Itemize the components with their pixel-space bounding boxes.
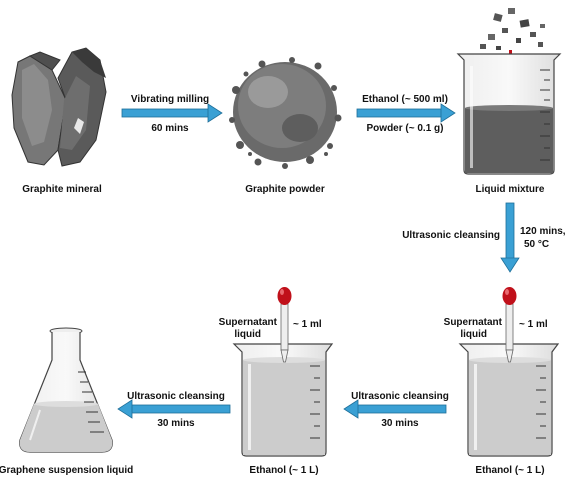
sonication-temp-label: 50 °C bbox=[524, 239, 549, 250]
graphene-suspension-label: Graphene suspension liquid bbox=[0, 465, 133, 476]
pipette-right-label-line1: Supernatant bbox=[444, 317, 503, 328]
pipette-right-label-line2: liquid bbox=[460, 329, 487, 340]
graphite-mineral-icon bbox=[11, 47, 107, 167]
ethanol-middle-label: Ethanol (~ 1 L) bbox=[249, 465, 318, 476]
pipette-right-volume: ~ 1 ml bbox=[519, 319, 548, 330]
arrow-milling bbox=[121, 103, 223, 123]
transfer-1-time-label: 30 mins bbox=[381, 418, 419, 429]
pipette-middle-icon bbox=[277, 287, 292, 363]
graphite-mineral-label: Graphite mineral bbox=[22, 184, 102, 195]
pipette-right-icon bbox=[502, 287, 517, 363]
falling-particles-icon bbox=[480, 8, 545, 50]
transfer-2-time-label: 30 mins bbox=[157, 418, 195, 429]
pipette-middle-label-line1: Supernatant bbox=[219, 317, 278, 328]
pipette-middle-volume: ~ 1 ml bbox=[293, 319, 322, 330]
arrow-transfer-2 bbox=[117, 399, 231, 419]
arrow-sonication bbox=[500, 202, 520, 273]
liquid-mixture-beaker bbox=[456, 8, 562, 175]
graphite-powder-icon bbox=[229, 57, 342, 169]
mixing-powder-label: Powder (~ 0.1 g) bbox=[367, 123, 444, 134]
sonication-step-label: Ultrasonic cleansing bbox=[402, 230, 500, 241]
pipette-middle-label-line2: liquid bbox=[234, 329, 261, 340]
sonication-time-label: 120 mins, bbox=[520, 226, 565, 237]
transfer-1-step-label: Ultrasonic cleansing bbox=[351, 391, 449, 402]
graphite-powder-label: Graphite powder bbox=[245, 184, 325, 195]
ethanol-right-label: Ethanol (~ 1 L) bbox=[475, 465, 544, 476]
milling-time-label: 60 mins bbox=[151, 123, 189, 134]
graphene-suspension-flask bbox=[19, 327, 113, 453]
arrow-mixing bbox=[356, 103, 456, 123]
ethanol-beaker-middle bbox=[232, 343, 334, 457]
transfer-2-step-label: Ultrasonic cleansing bbox=[127, 391, 225, 402]
liquid-mixture-label: Liquid mixture bbox=[476, 184, 545, 195]
arrow-transfer-1 bbox=[343, 399, 447, 419]
ethanol-beaker-right bbox=[458, 343, 560, 457]
milling-step-label: Vibrating milling bbox=[131, 94, 209, 105]
mixing-ethanol-label: Ethanol (~ 500 ml) bbox=[362, 94, 448, 105]
